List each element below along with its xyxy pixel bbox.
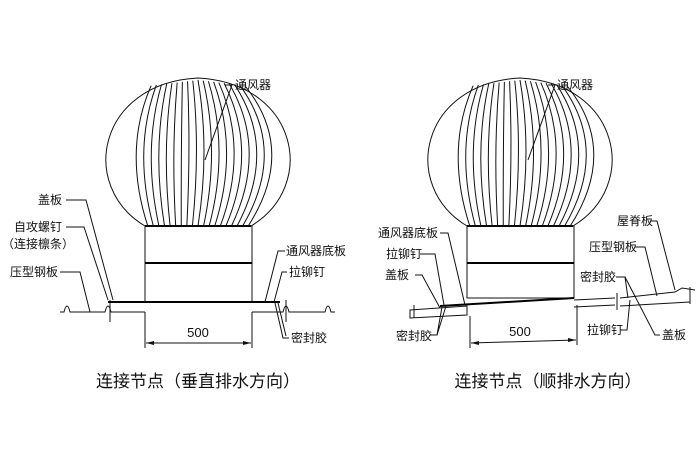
globe-rib [213,81,228,227]
globe-rib [457,85,474,227]
left-dimension-label: 500 [187,325,209,340]
globe-rib [218,82,235,227]
left-label-screw: 自攻螺钉 [14,220,62,234]
globe-rib [502,81,505,227]
left-ventilator-globe [105,77,291,227]
left-label-ventilator: 通风器 [235,78,271,92]
globe-rib [513,80,519,227]
globe-rib [535,81,550,227]
globe-rib [228,83,250,227]
right-label-base-plate: 通风器底板 [378,225,438,240]
left-label-sealant: 密封胶 [291,330,327,345]
left-label-base-plate: 通风器底板 [286,243,346,258]
globe-rib [239,84,265,227]
globe-rib [202,80,212,227]
right-base-plate [439,297,575,307]
right-label-cover-plate-right: 盖板 [662,328,686,342]
right-label-sealant-right: 密封胶 [580,269,616,284]
right-detail: 500 通风器 通风器底板 拉铆钉 盖板 密封胶 屋脊板 压型钢板 密封胶 盖板… [378,77,696,392]
left-caption: 连接节点（垂直排水方向） [96,372,300,392]
left-label-profiled-steel: 压型钢板 [10,265,58,279]
globe-outline [105,77,291,227]
globe-rib [561,84,587,227]
globe-rib [495,82,500,227]
left-profiled-steel [60,305,335,313]
globe-rib [529,81,542,227]
globe-rib [173,82,178,227]
globe-rib [545,82,565,227]
globe-rib [472,84,485,227]
globe-rib [465,84,479,227]
right-label-rivet-left: 拉铆钉 [386,246,422,261]
globe-rib [556,84,580,227]
right-label-sealant-left: 密封胶 [396,328,432,343]
left-detail: 500 通风器 盖板 自攻螺钉 （连接檩条） 压型钢板 通风器底板 拉铆钉 密封… [2,77,346,392]
globe-rib [519,79,527,227]
globe-rib [158,83,168,227]
globe-rib [524,80,534,227]
left-label-rivet: 拉铆钉 [289,264,325,279]
globe-rib [223,82,243,227]
globe-rib [191,80,197,227]
right-caption: 连接节点（顺排水方向） [455,372,642,392]
globe-rib [566,85,595,227]
globe-rib [508,81,512,227]
right-label-ridge-plate: 屋脊板 [617,214,653,228]
right-label-cover-plate-left: 盖板 [385,268,409,282]
globe-rib [487,83,495,227]
globe-rib [244,85,273,227]
left-label-cover-plate: 盖板 [38,193,62,207]
globe-outline [427,77,613,227]
globe-rib [550,83,572,227]
globe-rib [234,84,258,227]
right-ventilator-globe [427,77,613,227]
globe-rib [480,83,490,227]
globe-rib [135,85,152,227]
globe-rib [186,81,190,227]
globe-rib [143,84,157,227]
globe-rib [165,83,173,227]
globe-rib [150,84,163,227]
globe-rib [180,81,183,227]
right-dimension-label: 500 [509,324,531,339]
globe-rib [207,81,220,227]
left-label-purlin-note: （连接檩条） [2,236,74,251]
globe-rib [197,79,205,227]
right-label-ventilator: 通风器 [557,78,593,92]
right-dimension-line [470,339,577,344]
right-label-rivet-right: 拉铆钉 [587,322,623,337]
globe-rib [540,82,557,227]
right-profiled-steel [409,287,696,319]
right-label-profiled-steel: 压型钢板 [589,240,637,254]
